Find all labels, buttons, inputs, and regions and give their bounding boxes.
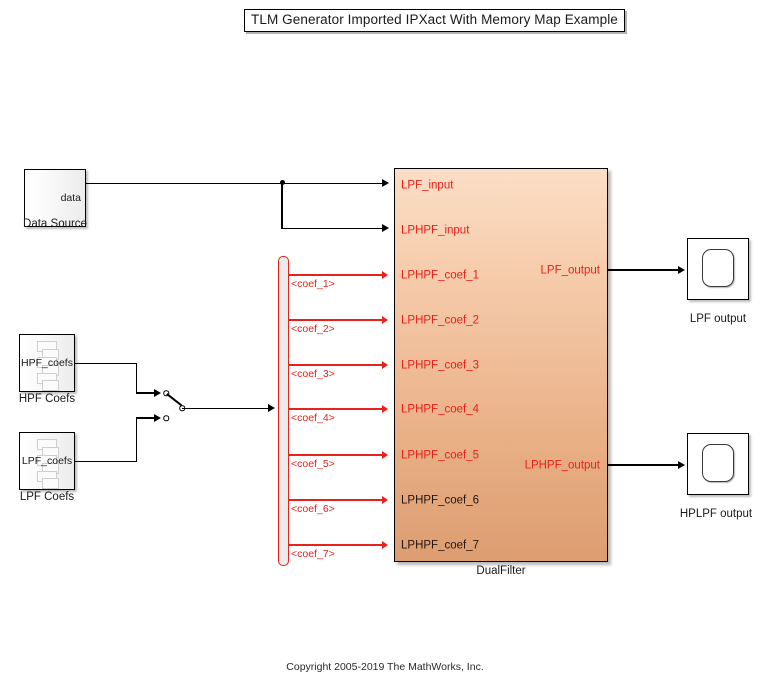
arrow-coef-5 <box>382 451 388 459</box>
arrow-coef-3 <box>382 361 388 369</box>
arrow-coef-7 <box>382 541 388 549</box>
arrow-lpf-input <box>382 179 389 187</box>
arrow-lpf-output-scope <box>678 266 685 274</box>
scope-screen-icon <box>702 249 734 287</box>
dualfilter-block[interactable]: LPF_input LPHPF_input LPHPF_coef_1 LPHPF… <box>394 168 608 562</box>
port-label-lphpf-coef-4: LPHPF_coef_4 <box>401 403 479 416</box>
wire-data-to-lphpf-input <box>281 227 382 229</box>
manual-switch[interactable] <box>160 385 192 425</box>
arrow-hplpf-output-scope <box>678 461 685 469</box>
hpf-coefs-port-label: HPF_coefs <box>21 357 73 369</box>
wire-coef-5 <box>289 454 382 456</box>
dualfilter-label: DualFilter <box>476 565 526 577</box>
lpf-output-scope[interactable] <box>687 238 749 300</box>
arrow-coef-2 <box>382 316 388 324</box>
hpf-coefs-block[interactable]: HPF_coefs <box>19 334 75 392</box>
arrow-switch-input-top <box>154 389 161 397</box>
signal-label-coef-5: <coef_5> <box>291 458 335 470</box>
hpf-coefs-label: HPF Coefs <box>18 393 76 405</box>
lpf-coefs-block[interactable]: LPF_coefs <box>19 432 75 490</box>
wire-lphpf-output <box>608 464 680 466</box>
data-source-block[interactable]: data <box>24 169 86 227</box>
wire-data-to-lpf-input <box>86 182 382 184</box>
data-source-label: Data Source <box>23 218 87 230</box>
port-label-lphpf-coef-3: LPHPF_coef_3 <box>401 359 479 372</box>
arrow-coef-1 <box>382 271 388 279</box>
port-label-lphpf-coef-2: LPHPF_coef_2 <box>401 314 479 327</box>
port-label-lphpf-coef-7: LPHPF_coef_7 <box>401 539 479 552</box>
signal-label-coef-7: <coef_7> <box>291 548 335 560</box>
arrow-coef-6 <box>382 496 388 504</box>
wire-hpf-coefs-down <box>136 363 138 393</box>
wire-coef-7 <box>289 544 382 546</box>
wire-coef-1 <box>289 274 382 276</box>
copyright-notice: Copyright 2005-2019 The MathWorks, Inc. <box>286 661 484 673</box>
signal-label-coef-4: <coef_4> <box>291 412 335 424</box>
hplpf-output-scope[interactable] <box>687 433 749 495</box>
lpf-coefs-label: LPF Coefs <box>19 491 75 503</box>
port-label-lphpf-coef-6: LPHPF_coef_6 <box>401 494 479 507</box>
wire-switch-to-bus <box>182 407 268 409</box>
wire-coef-2 <box>289 319 382 321</box>
port-label-lphpf-coef-5: LPHPF_coef_5 <box>401 449 479 462</box>
data-source-port-label: data <box>60 192 81 204</box>
switch-node-bottom <box>163 415 169 421</box>
coef-bus-selector[interactable] <box>278 256 289 566</box>
port-label-lphpf-coef-1: LPHPF_coef_1 <box>401 269 479 282</box>
wire-data-branch-vertical <box>281 183 283 228</box>
hplpf-output-scope-label: HPLPF output <box>679 508 753 520</box>
signal-label-coef-1: <coef_1> <box>291 278 335 290</box>
scope-screen-icon <box>702 444 734 482</box>
arrow-bus-input <box>268 404 275 412</box>
lpf-coefs-port-label: LPF_coefs <box>21 455 73 467</box>
port-label-lpf-input: LPF_input <box>401 179 454 192</box>
wire-lpf-coefs-out <box>75 460 137 462</box>
signal-label-coef-3: <coef_3> <box>291 368 335 380</box>
wire-coef-3 <box>289 364 382 366</box>
wire-lpf-to-switch <box>136 417 156 419</box>
signal-label-coef-2: <coef_2> <box>291 323 335 335</box>
switch-lever <box>166 393 183 407</box>
port-label-lphpf-input: LPHPF_input <box>401 224 470 237</box>
wire-coef-4 <box>289 408 382 410</box>
arrow-switch-input-bottom <box>154 414 161 422</box>
wire-lpf-output <box>608 269 680 271</box>
switch-node-top <box>163 390 169 396</box>
wire-hpf-coefs-out <box>75 362 137 364</box>
page-title: TLM Generator Imported IPXact With Memor… <box>244 9 625 32</box>
port-label-lpf-output: LPF_output <box>540 264 600 277</box>
arrow-coef-4 <box>382 405 388 413</box>
port-label-lphpf-output: LPHPF_output <box>524 459 600 472</box>
wire-lpf-coefs-up <box>136 418 138 461</box>
wire-coef-6 <box>289 499 382 501</box>
lpf-output-scope-label: LPF output <box>689 313 747 325</box>
signal-label-coef-6: <coef_6> <box>291 503 335 515</box>
arrow-lphpf-input <box>382 224 389 232</box>
signal-branch-point <box>279 180 285 185</box>
wire-hpf-to-switch <box>136 392 156 394</box>
